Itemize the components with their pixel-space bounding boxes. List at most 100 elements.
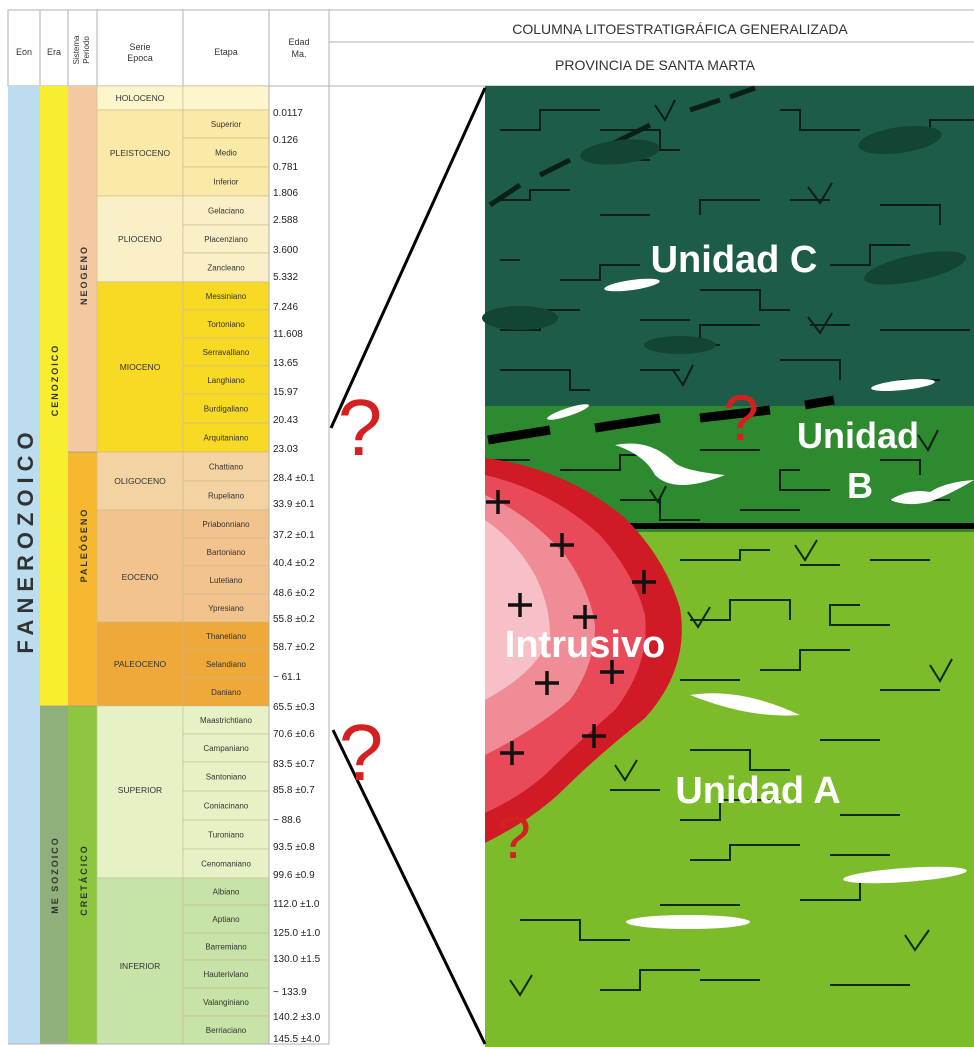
stage-label: Langhiano	[207, 376, 245, 385]
stage-label: Priabonniano	[202, 520, 250, 529]
header-serie-line2: Epoca	[127, 53, 153, 63]
age-label: ~ 61.1	[273, 672, 302, 683]
stage-label: Rupeliano	[208, 492, 245, 501]
age-label: 99.6 ±0.9	[273, 870, 315, 881]
stage-label: Ypresiano	[208, 604, 244, 613]
lithology-pattern-a	[509, 539, 953, 997]
age-label: 33.9 ±0.1	[273, 499, 315, 510]
eon-era-system-bands: FANEROZOICO CENOZOICO ME SOZOICO NEOGENO…	[8, 86, 97, 1044]
lithology-column: Unidad C Unidad B Unidad A Intrusivo ? ?…	[329, 85, 974, 1047]
series-label-pleistoceno: PLEISTOCENO	[110, 148, 171, 158]
age-label: 7.246	[273, 302, 298, 313]
age-label: 3.600	[273, 245, 298, 256]
uncertain-mark-upper: ?	[338, 383, 383, 472]
stage-cell	[182, 932, 270, 961]
stage-label: Serravalliano	[203, 348, 250, 357]
stage-label: Barremiano	[205, 943, 247, 952]
stage-label: Albiano	[213, 888, 240, 897]
system-label-cretaceous: CRETÁCICO	[79, 844, 89, 916]
lenses	[482, 125, 974, 929]
stage-cell	[182, 337, 270, 367]
stage-label: Inferior	[214, 178, 239, 187]
age-label: ~ 133.9	[273, 987, 307, 998]
era-label-mesozoic: ME SOZOICO	[50, 836, 60, 914]
unit-c-label: Unidad C	[651, 239, 818, 281]
stage-cell	[182, 195, 270, 226]
uncertain-mark-intrusive: ?	[497, 804, 530, 871]
stage-cell	[182, 819, 270, 850]
stage-label: Tortoniano	[207, 320, 245, 329]
stage-label: Coniacinano	[204, 802, 249, 811]
lithology-pattern-b	[490, 429, 950, 521]
series-label-mioceno: MIOCENO	[120, 362, 161, 372]
series-plioceno-cell	[96, 195, 184, 283]
stage-label: Superior	[211, 120, 242, 129]
stage-label: Lutetiano	[210, 576, 243, 585]
eon-band	[8, 86, 40, 1044]
stage-cell	[182, 649, 270, 679]
stage-label: Thanetiano	[206, 632, 247, 641]
stage-label: Maastrichtiano	[200, 716, 253, 725]
series-label-plioceno: PLIOCENO	[118, 234, 162, 244]
stage-label: Daniano	[211, 688, 241, 697]
age-label: 125.0 ±1.0	[273, 928, 321, 939]
age-label: 48.6 ±0.2	[273, 588, 315, 599]
age-label: 93.5 ±0.8	[273, 842, 315, 853]
series-label-inferior: INFERIOR	[120, 961, 161, 971]
series-mioceno-cell	[96, 281, 184, 453]
age-label: 15.97	[273, 387, 298, 398]
unit-b-top-contact	[487, 395, 835, 445]
series-pleistoceno-cell	[96, 109, 184, 197]
plus-markers	[486, 490, 656, 765]
correlation-line-top	[329, 87, 487, 429]
age-label: ~ 88.6	[273, 815, 302, 826]
age-label: 85.8 ±0.7	[273, 785, 315, 796]
header-sistema-line1: Sistema	[72, 35, 81, 64]
header-etapa: Etapa	[214, 47, 238, 57]
stage-label: Cenomaniano	[201, 860, 251, 869]
age-label: 55.8 ±0.2	[273, 614, 315, 625]
stage-label: Berriaciano	[206, 1026, 247, 1035]
age-label: 1.806	[273, 188, 298, 199]
age-label: 65.5 ±0.3	[273, 702, 315, 713]
age-label: 130.0 ±1.5	[273, 954, 321, 965]
column-subtitle: PROVINCIA DE SANTA MARTA	[555, 57, 756, 73]
age-label: 0.126	[273, 135, 298, 146]
age-label: 58.7 ±0.2	[273, 642, 315, 653]
stage-label: Burdigaliano	[204, 405, 249, 414]
stage-cell	[182, 621, 270, 651]
stage-cell	[182, 877, 270, 906]
series-label-oligoceno: OLIGOCENO	[114, 476, 166, 486]
age-label: 83.5 ±0.7	[273, 759, 315, 770]
stage-cell	[182, 677, 270, 707]
age-label: 0.0117	[273, 108, 303, 119]
stage-cell	[182, 537, 270, 567]
stage-cell	[182, 451, 270, 482]
stage-label: Valanginiano	[203, 998, 249, 1007]
uncertain-mark-unit-b: ?	[723, 382, 759, 454]
stage-label: Aptiano	[212, 915, 240, 924]
series-oligoceno-cell	[96, 451, 184, 511]
age-label: 23.03	[273, 444, 298, 455]
age-label: 5.332	[273, 272, 298, 283]
unit-b-label-line2: B	[847, 465, 873, 506]
stage-rows: SuperiorMedioInferiorGelacianoPlacenzian…	[182, 85, 270, 1045]
stage-label: Medio	[215, 149, 237, 158]
era-label-cenozoic: CENOZOICO	[50, 344, 60, 417]
age-label: 2.588	[273, 215, 298, 226]
stage-label: Arquitaniano	[204, 434, 249, 443]
intrusive-body	[485, 458, 682, 843]
unit-a-label: Unidad A	[675, 770, 840, 812]
age-label: 140.2 ±3.0	[273, 1012, 321, 1023]
age-label: 145.5 ±4.0	[273, 1034, 321, 1045]
stage-cell	[182, 761, 270, 792]
header-edad-line1: Edad	[288, 37, 309, 47]
system-label-paleogene: PALEÓGENO	[78, 508, 89, 583]
stage-cell	[182, 166, 270, 197]
stage-cell	[182, 365, 270, 395]
age-label: 13.65	[273, 358, 298, 369]
stage-label: Bartoniano	[207, 548, 246, 557]
intrusive-label: Intrusivo	[505, 624, 665, 666]
era-mesozoic-band	[40, 706, 68, 1044]
